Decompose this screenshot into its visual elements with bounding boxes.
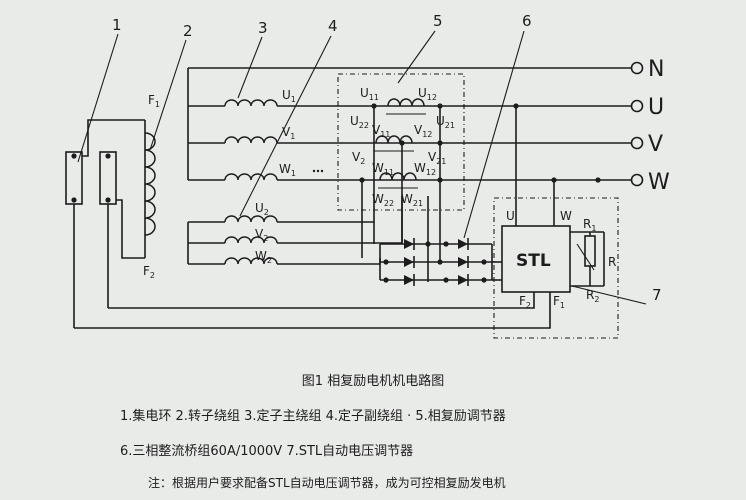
stl-label: STL <box>516 251 551 271</box>
leader-2 <box>149 39 187 151</box>
w2-label: W2 <box>255 249 272 265</box>
stl-regulator: STL U W R1 R R2 F2 F1 <box>74 103 619 339</box>
w22-label: W22 <box>372 192 394 208</box>
stl-box <box>501 225 571 293</box>
stl-f1-label: F1 <box>553 294 565 310</box>
callout-4: 4 <box>328 17 338 35</box>
terminal-n[interactable] <box>630 61 644 75</box>
legend-line-2: 6.三相整流桥组60A/1000V 7.STL自动电压调节器 <box>120 444 414 459</box>
u11-label: U11 <box>360 86 379 102</box>
stl-u-label: U <box>506 209 515 223</box>
stator-main-winding: U1 V1 W1 <box>188 88 632 181</box>
stl-w-label: W <box>560 209 572 223</box>
leader-1 <box>77 33 119 163</box>
legend-line-1: 1.集电环 2.转子绕组 3.定子主绕组 4.定子副绕组 · 5.相复励调节器 <box>120 409 506 424</box>
callout-6: 6 <box>522 12 532 30</box>
terminal-v[interactable] <box>630 136 644 150</box>
u21-label: U21 <box>436 114 455 130</box>
w1-label: W1 <box>279 162 296 178</box>
leader-7 <box>571 285 647 305</box>
f2-label: F2 <box>143 264 155 280</box>
u1-label: U1 <box>282 88 296 104</box>
compound-regulator: U11 U12 U22 V11 V12 U21 V2 V21 W11 W12 W… <box>337 73 465 258</box>
figure-caption: 图1 相复励电机机电路图 <box>301 374 445 389</box>
terminal-u-label: U <box>648 95 664 120</box>
v1-label: V1 <box>282 125 295 141</box>
leader-6 <box>463 30 525 239</box>
leader-4 <box>239 35 332 217</box>
terminal-w-label: W <box>648 170 670 195</box>
callout-7: 7 <box>652 286 662 304</box>
r1-label: R1 <box>583 217 596 233</box>
callout-3: 3 <box>258 19 268 37</box>
leader-5 <box>397 30 436 84</box>
f1-label: F1 <box>148 93 160 109</box>
callout-1: 1 <box>112 16 122 34</box>
r2-label: R2 <box>586 288 599 304</box>
output-terminals: N U V W <box>630 57 670 195</box>
callout-2: 2 <box>183 22 193 40</box>
v21-label: V21 <box>428 150 446 166</box>
w11-label: W11 <box>372 161 394 177</box>
u12-label: U12 <box>418 86 437 102</box>
rotor-winding: F1 F2 <box>143 93 160 280</box>
stl-f2-label: F2 <box>519 294 531 310</box>
stator-aux-winding: U2 V2 W2 <box>187 196 403 265</box>
terminal-v-label: V <box>648 132 663 157</box>
figure-note: 注：根据用户要求配备STL自动电压调节器，成为可控相复励发电机 <box>148 476 506 490</box>
u22-label: U22 <box>350 114 369 130</box>
w12-label: W12 <box>414 161 436 177</box>
rectifier-bridge <box>373 196 493 286</box>
collector-rings <box>65 119 145 328</box>
v2-reg-label: V2 <box>352 150 365 166</box>
v11-label: V11 <box>372 123 390 139</box>
u2-label: U2 <box>255 201 269 217</box>
terminal-w[interactable] <box>630 173 644 187</box>
w21-label: W21 <box>401 192 423 208</box>
terminal-n-label: N <box>648 57 664 82</box>
terminal-u[interactable] <box>630 99 644 113</box>
callout-5: 5 <box>433 12 443 30</box>
v12-label: V12 <box>414 123 432 139</box>
v2-label: V2 <box>255 227 268 243</box>
r-label: R <box>608 255 616 269</box>
